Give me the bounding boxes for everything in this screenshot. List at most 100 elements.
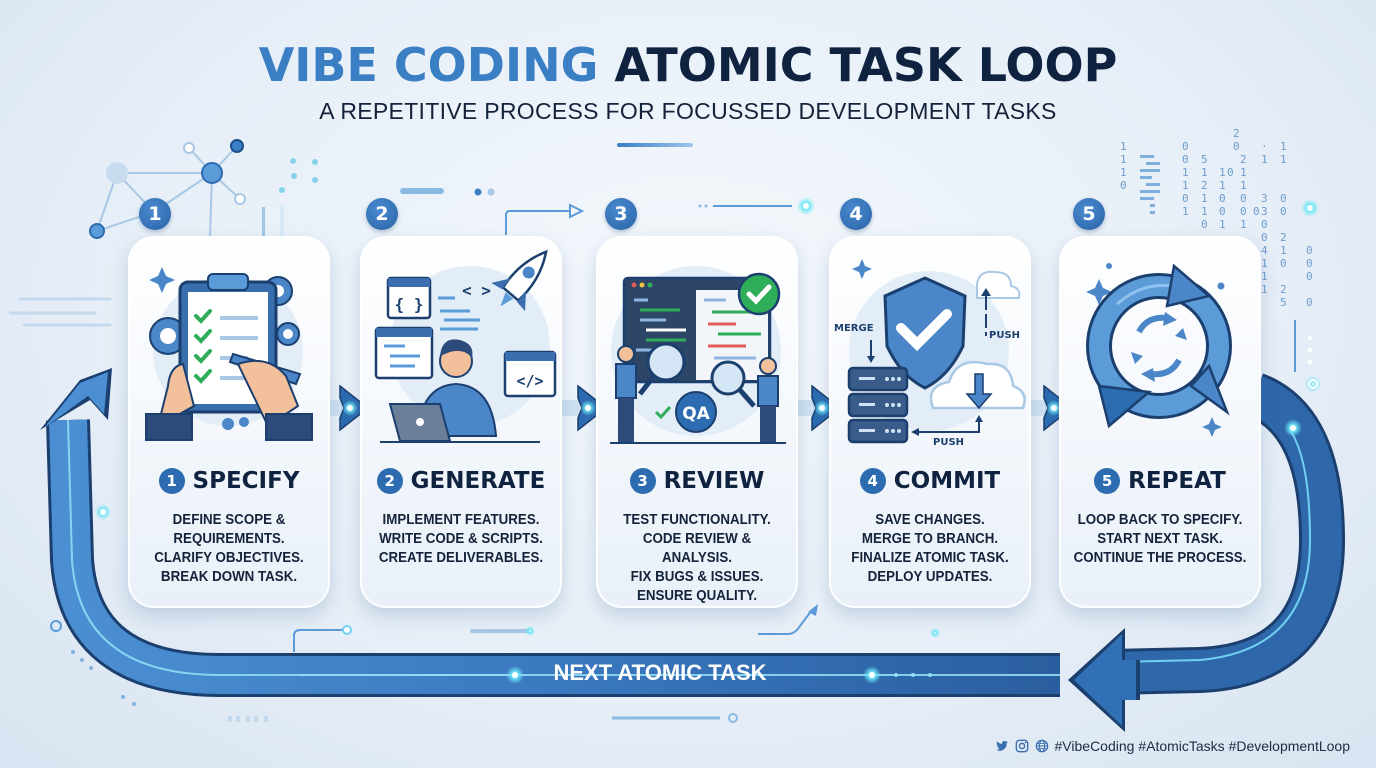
- twitter-icon[interactable]: [995, 739, 1009, 753]
- step-4-badge: 4: [840, 198, 872, 230]
- svg-text:0: 0: [1227, 166, 1234, 179]
- svg-text:< >: < >: [462, 281, 491, 300]
- network-graph-icon: [96, 145, 241, 239]
- globe-icon[interactable]: [1035, 739, 1049, 753]
- step-heading: 2 GENERATE: [360, 468, 562, 494]
- svg-text:0: 0: [1120, 179, 1127, 192]
- svg-text:0: 0: [1306, 296, 1313, 309]
- svg-text:1: 1: [1182, 205, 1189, 218]
- next-atomic-task-label: NEXT ATOMIC TASK: [553, 660, 767, 685]
- svg-text:1: 1: [1280, 244, 1287, 257]
- svg-text:1: 1: [1182, 179, 1189, 192]
- svg-text:1: 1: [1261, 270, 1268, 283]
- svg-text:1: 1: [1182, 166, 1189, 179]
- svg-text:1: 1: [1280, 153, 1287, 166]
- step-card-review: QA 3 REVIEW TEST FUNCTIONALITY. CODE REV…: [596, 236, 798, 608]
- svg-text:4: 4: [1261, 244, 1268, 257]
- step-number: 2: [376, 468, 403, 494]
- svg-text:1: 1: [1261, 153, 1268, 166]
- svg-text:0: 0: [1182, 153, 1189, 166]
- svg-text:1: 1: [1219, 218, 1226, 231]
- svg-text:0: 0: [1280, 257, 1287, 270]
- svg-text:MERGE: MERGE: [834, 323, 874, 334]
- svg-text:3: 3: [1261, 205, 1268, 218]
- svg-text:0: 0: [1261, 218, 1268, 231]
- svg-text:1: 1: [1240, 179, 1247, 192]
- svg-text:0: 0: [1182, 192, 1189, 205]
- svg-text:{ }: { }: [395, 295, 424, 314]
- title-highlight: VIBE CODING: [258, 38, 599, 92]
- step-card-generate: { } < > </> 2 GENERATE IMPLEMENT FEATURE…: [360, 236, 562, 608]
- svg-text:0: 0: [1219, 205, 1226, 218]
- svg-text:0: 0: [1306, 244, 1313, 257]
- svg-text:1: 1: [1120, 166, 1127, 179]
- svg-text:1: 1: [1201, 205, 1208, 218]
- step-heading: 5 REPEAT: [1059, 468, 1261, 494]
- step-card-specify: 1 SPECIFY DEFINE SCOPE & REQUIREMENTS. C…: [128, 236, 330, 608]
- svg-text:2: 2: [1240, 153, 1247, 166]
- step-description: LOOP BACK TO SPECIFY. START NEXT TASK. C…: [1073, 512, 1247, 566]
- svg-text:0: 0: [1240, 205, 1247, 218]
- svg-text:2: 2: [1233, 127, 1240, 140]
- svg-text:2: 2: [1280, 231, 1287, 244]
- svg-text:1: 1: [1120, 140, 1127, 153]
- svg-text:0: 0: [1240, 192, 1247, 205]
- svg-text:5: 5: [1201, 153, 1208, 166]
- svg-text:3: 3: [1261, 192, 1268, 205]
- step-description: IMPLEMENT FEATURES. WRITE CODE & SCRIPTS…: [378, 512, 544, 566]
- refresh-cycle-icon: [1086, 263, 1232, 437]
- step-label: SPECIFY: [192, 468, 300, 494]
- svg-text:0: 0: [1280, 192, 1287, 205]
- svg-text:1: 1: [1201, 166, 1208, 179]
- svg-text:0: 0: [1306, 257, 1313, 270]
- svg-text:QA: QA: [682, 404, 710, 424]
- step-1-badge: 1: [139, 198, 171, 230]
- step-description: SAVE CHANGES. MERGE TO BRANCH. FINALIZE …: [851, 512, 1009, 585]
- step-label: GENERATE: [410, 468, 546, 494]
- instagram-icon[interactable]: [1015, 739, 1029, 753]
- svg-text:5: 5: [1280, 296, 1287, 309]
- svg-text:</>: </>: [516, 372, 543, 390]
- title-divider: [617, 143, 693, 147]
- step-heading: 1 SPECIFY: [128, 468, 330, 494]
- step-number: 5: [1094, 468, 1121, 494]
- svg-text:1: 1: [1120, 153, 1127, 166]
- svg-text:0: 0: [1280, 205, 1287, 218]
- hashtags: #VibeCoding #AtomicTasks #DevelopmentLoo…: [1054, 738, 1350, 754]
- step-5-badge: 5: [1073, 198, 1105, 230]
- svg-text:1: 1: [1219, 179, 1226, 192]
- shield-server-cloud-icon: PUSH MERGE PUSH: [834, 259, 1026, 446]
- svg-text:·: ·: [1261, 140, 1268, 153]
- svg-text:0: 0: [1306, 270, 1313, 283]
- footer-social: #VibeCoding #AtomicTasks #DevelopmentLoo…: [995, 738, 1350, 754]
- svg-text:0: 0: [1253, 205, 1260, 218]
- svg-text:0: 0: [1182, 140, 1189, 153]
- svg-text:1: 1: [1201, 192, 1208, 205]
- step-heading: 3 REVIEW: [596, 468, 798, 494]
- step-3-badge: 3: [605, 198, 637, 230]
- step-description: TEST FUNCTIONALITY. CODE REVIEW & ANALYS…: [623, 512, 771, 604]
- svg-text:1: 1: [1219, 166, 1226, 179]
- svg-text:2: 2: [1201, 179, 1208, 192]
- svg-text:2: 2: [1280, 283, 1287, 296]
- svg-text:1: 1: [1280, 140, 1287, 153]
- developer-laptop-rocket-icon: { } < > </>: [374, 249, 557, 443]
- svg-text:1: 1: [1261, 283, 1268, 296]
- step-card-repeat: 5 REPEAT LOOP BACK TO SPECIFY. START NEX…: [1059, 236, 1261, 608]
- step-number: 1: [158, 468, 185, 494]
- step-heading: 4 COMMIT: [829, 468, 1031, 494]
- step-number: 3: [629, 468, 656, 494]
- svg-text:0: 0: [1201, 218, 1208, 231]
- svg-text:PUSH: PUSH: [933, 437, 964, 446]
- step-2-badge: 2: [366, 198, 398, 230]
- svg-text:1: 1: [1261, 257, 1268, 270]
- step-description: DEFINE SCOPE & REQUIREMENTS. CLARIFY OBJ…: [154, 512, 304, 585]
- svg-text:1: 1: [1240, 166, 1247, 179]
- step-label: REPEAT: [1128, 468, 1226, 494]
- step-card-commit: PUSH MERGE PUSH 4 COMMIT SAVE CHANGES. M…: [829, 236, 1031, 608]
- step-number: 4: [859, 468, 886, 494]
- svg-text:0: 0: [1261, 231, 1268, 244]
- svg-text:0: 0: [1233, 140, 1240, 153]
- code-review-qa-icon: QA: [610, 266, 786, 444]
